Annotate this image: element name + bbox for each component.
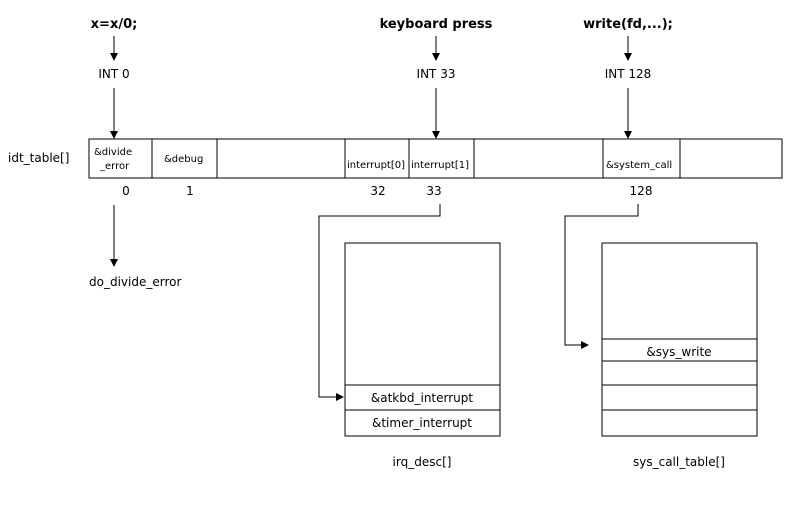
idt-cell-interrupt-1: interrupt[1] xyxy=(411,160,469,171)
arrow-idt128-to-sys-call-table xyxy=(564,204,639,349)
sys-call-entry-sys-write: &sys_write xyxy=(646,345,711,359)
sys-call-table-label: sys_call_table[] xyxy=(633,455,725,469)
int-33-label: INT 33 xyxy=(417,67,456,81)
int-128-label: INT 128 xyxy=(605,67,652,81)
idt-index-0: 0 xyxy=(122,184,130,198)
idt-table-label: idt_table[] xyxy=(8,151,69,165)
idt-index-33: 33 xyxy=(426,184,441,198)
idt-cell-divide-error-cont: _error xyxy=(99,161,130,172)
int-0-label: INT 0 xyxy=(98,67,129,81)
irq-desc-entry-timer: &timer_interrupt xyxy=(372,416,472,430)
cause-write-syscall: write(fd,...); xyxy=(583,17,673,32)
idt-table xyxy=(88,138,783,179)
cause-keyboard-press: keyboard press xyxy=(380,17,493,32)
handler-do-divide-error: do_divide_error xyxy=(89,275,181,289)
idt-index-32: 32 xyxy=(370,184,385,198)
idt-cell-debug: &debug xyxy=(164,154,203,165)
irq-desc-table xyxy=(344,242,501,437)
idt-cell-system-call: &system_call xyxy=(606,160,672,171)
idt-index-128: 128 xyxy=(630,184,653,198)
irq-desc-entry-atkbd: &atkbd_interrupt xyxy=(371,391,474,405)
idt-cell-interrupt-0: interrupt[0] xyxy=(347,160,405,171)
arrow-idt33-to-irq-desc xyxy=(318,204,441,401)
cause-divide-by-zero: x=x/0; xyxy=(91,17,138,32)
irq-desc-label: irq_desc[] xyxy=(393,455,452,469)
idt-cell-divide-error: &divide xyxy=(94,147,132,158)
idt-index-1: 1 xyxy=(186,184,194,198)
